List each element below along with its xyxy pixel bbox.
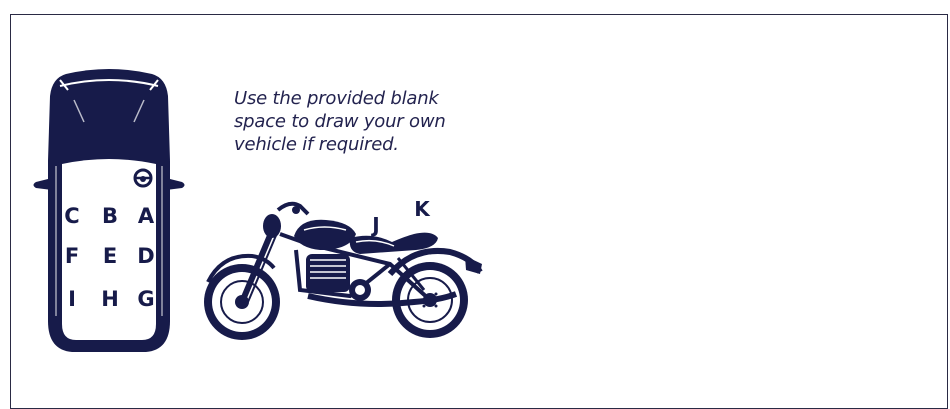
instruction-text: Use the provided blank space to draw you… [234, 87, 494, 156]
seat-label-d: D [137, 244, 154, 268]
instruction-line-2: space to draw your own [234, 110, 494, 133]
instruction-line-3: vehicle if required. [234, 133, 494, 156]
seat-label-j: J [370, 213, 379, 237]
seat-label-g: G [137, 287, 154, 311]
seat-label-h: H [101, 287, 119, 311]
motorcycle-icon: J K [200, 190, 485, 350]
instruction-line-1: Use the provided blank [234, 87, 494, 110]
car-top-view-icon: C B A F E D I H G [30, 66, 190, 356]
seat-label-i: I [68, 287, 76, 311]
seat-label-a: A [138, 204, 155, 228]
seat-label-c: C [64, 204, 79, 228]
seat-label-e: E [103, 244, 117, 268]
seat-label-k: K [414, 197, 431, 221]
seat-label-f: F [65, 244, 79, 268]
seat-label-b: B [102, 204, 118, 228]
